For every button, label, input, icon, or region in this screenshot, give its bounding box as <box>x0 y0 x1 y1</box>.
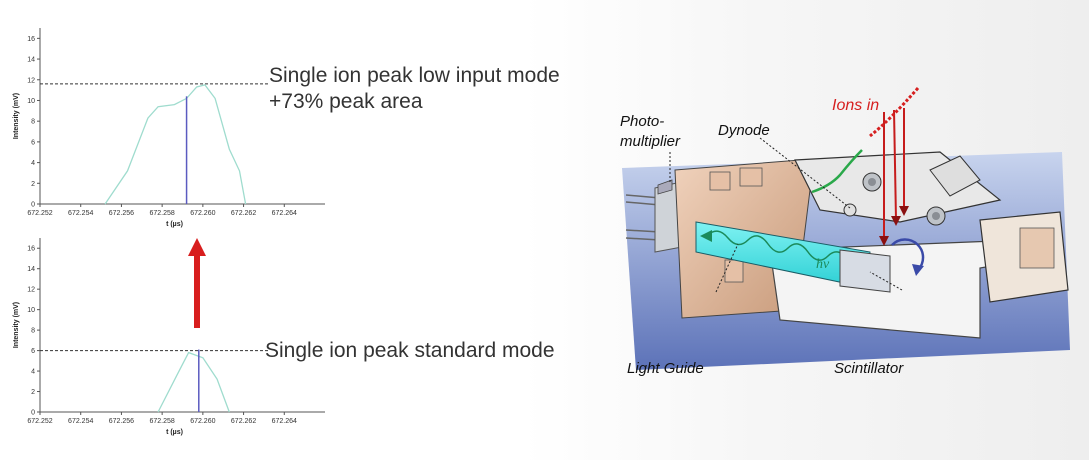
y-tick-label: 16 <box>27 246 35 253</box>
x-tick-label: 672.260 <box>190 418 215 425</box>
y-tick-label: 8 <box>31 119 35 126</box>
label-scintillator: Scintillator <box>834 360 904 377</box>
y-tick-label: 10 <box>27 307 35 314</box>
x-tick-label: 672.254 <box>68 418 93 425</box>
y-tick-label: 0 <box>31 410 35 417</box>
chart-low-input-svg: 0 2 4 6 8 10 12 14 16 672.252 672.254 672.256 672.25… <box>13 28 325 228</box>
x-tick-label: 672.252 <box>27 418 52 425</box>
y-tick-label: 2 <box>31 389 35 396</box>
detector-diagram: hv <box>622 87 1070 370</box>
y-tick-label: 0 <box>31 202 35 209</box>
green-wire <box>811 149 863 194</box>
x-tick-label: 672.260 <box>190 210 215 217</box>
y-axis-label: Intensity (mV) <box>13 93 20 139</box>
pins-icon <box>625 194 661 241</box>
chart-low-input-mode: 0 2 4 6 8 10 12 14 16 672.252 672.254 672.256 672.25… <box>0 0 340 230</box>
increase-arrow-icon <box>188 238 206 328</box>
profile-series-line <box>104 84 247 205</box>
y-axis-label: Intensity (mV) <box>13 302 20 348</box>
x-axis-label: t (µs) <box>166 429 183 436</box>
label-light-guide: Light Guide <box>627 360 704 377</box>
electron-path-icon <box>891 238 925 271</box>
annotation-low-input: Single ion peak low input mode +73% peak… <box>269 63 560 115</box>
ion-trail-icon <box>869 87 920 138</box>
y-tick-label: 14 <box>27 266 35 273</box>
chart-standard-mode: 0 2 4 6 8 10 12 14 16 672.252 672.254 672.256 672.25… <box>0 230 340 460</box>
label-ions-in: Ions in <box>832 97 880 114</box>
x-tick-label: 672.262 <box>231 210 256 217</box>
y-tick-label: 16 <box>27 36 35 43</box>
label-photomultiplier: Photo- multiplier <box>620 112 680 152</box>
screw-icon <box>843 172 946 226</box>
hv-label: hv <box>816 257 830 272</box>
y-tick-label: 6 <box>31 139 35 146</box>
y-tick-label: 12 <box>27 287 35 294</box>
label-photomultiplier-line1: Photo- <box>620 113 665 130</box>
x-tick-label: 672.256 <box>109 418 134 425</box>
x-axis-label: t (µs) <box>166 221 183 228</box>
y-tick-label: 8 <box>31 328 35 335</box>
x-tick-label: 672.264 <box>272 210 297 217</box>
annotation-peak-area: +73% peak area <box>269 90 423 113</box>
x-tick-label: 672.262 <box>231 418 256 425</box>
y-tick-label: 6 <box>31 348 35 355</box>
y-tick-label: 10 <box>27 98 35 105</box>
y-tick-label: 14 <box>27 57 35 64</box>
x-tick-label: 672.254 <box>68 210 93 217</box>
x-tick-label: 672.258 <box>149 418 174 425</box>
x-tick-label: 672.258 <box>149 210 174 217</box>
profile-series-line <box>157 351 230 413</box>
ion-beam-icon <box>883 108 905 240</box>
y-tick-label: 2 <box>31 181 35 188</box>
x-tick-label: 672.256 <box>109 210 134 217</box>
y-tick-label: 12 <box>27 77 35 84</box>
label-dynode: Dynode <box>718 122 770 139</box>
annotation-standard-mode: Single ion peak standard mode <box>265 339 555 362</box>
y-tick-label: 4 <box>31 160 35 167</box>
x-tick-label: 672.264 <box>272 418 297 425</box>
chart-standard-svg: 0 2 4 6 8 10 12 14 16 672.252 672.254 672.256 672.25… <box>13 238 325 436</box>
label-photomultiplier-line2: multiplier <box>620 133 681 150</box>
scintillator <box>839 249 891 293</box>
annotation-low-input-title: Single ion peak low input mode <box>269 64 560 87</box>
y-tick-label: 4 <box>31 369 35 376</box>
x-tick-label: 672.252 <box>27 210 52 217</box>
